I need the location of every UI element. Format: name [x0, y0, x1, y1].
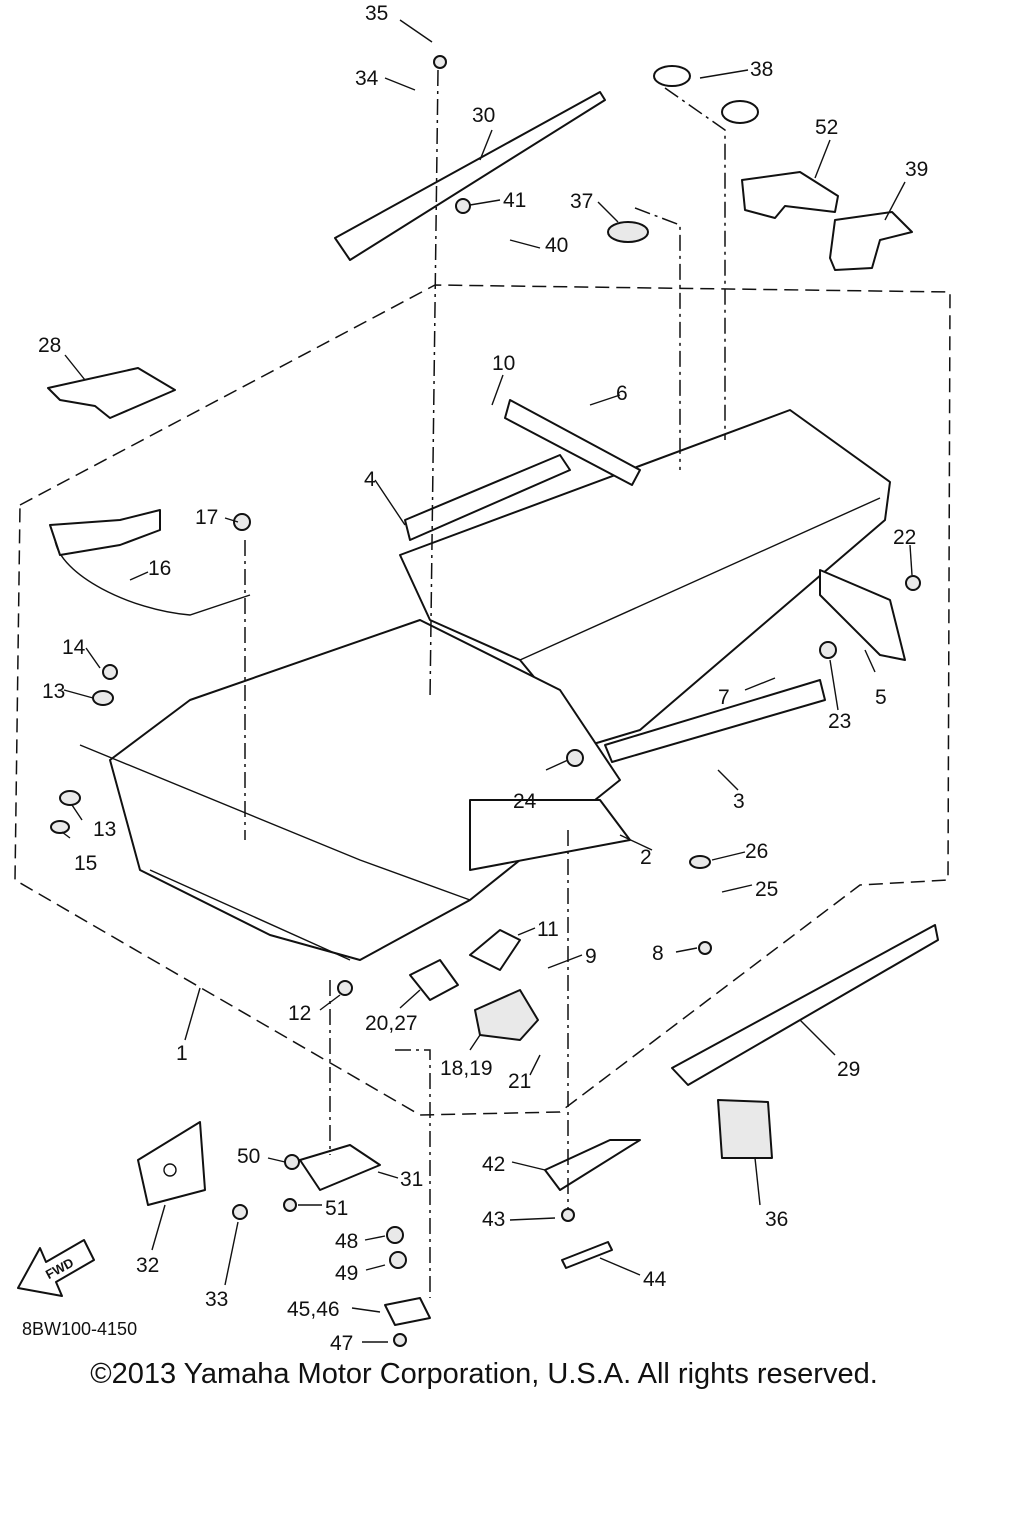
callout-40: 40 [545, 234, 568, 257]
callout-29: 29 [837, 1058, 860, 1081]
assembly-outline [14, 284, 951, 1116]
callout-50: 50 [237, 1145, 260, 1168]
callout-32: 32 [136, 1254, 159, 1277]
callout-9: 9 [585, 945, 597, 968]
callout-10: 10 [492, 352, 515, 375]
callout-52: 52 [815, 116, 838, 139]
crossmember-2 [469, 799, 631, 871]
centre-line-35 [429, 69, 439, 701]
callout-5: 5 [875, 686, 887, 709]
callout-39: 39 [905, 158, 928, 181]
centre-line-45 [395, 1049, 431, 1298]
callout-21: 21 [508, 1070, 531, 1093]
drawing-code: 8BW100-4150 [22, 1319, 137, 1339]
callout-30: 30 [472, 104, 495, 127]
rail-6 [504, 399, 641, 486]
callout-11: 11 [537, 918, 559, 941]
washer-38a [653, 65, 691, 87]
callout-24: 24 [513, 790, 537, 813]
callout-labels: 35 34 30 38 52 39 41 37 40 28 10 6 4 17 … [22, 2, 928, 1355]
callout-48: 48 [335, 1230, 358, 1253]
callout-44: 44 [643, 1268, 667, 1291]
pad-36 [717, 1099, 773, 1159]
callout-51: 51 [325, 1197, 348, 1220]
decal-30 [334, 91, 606, 261]
centre-line-38 [664, 87, 726, 440]
fwd-arrow-badge: FWD [17, 1239, 95, 1297]
handle-16-bracket [49, 509, 161, 556]
callout-43: 43 [482, 1208, 505, 1231]
callout-3: 3 [733, 790, 745, 813]
gasket-20-27 [409, 959, 459, 1001]
fasteners [50, 55, 921, 1347]
leader-lines [61, 19, 913, 1343]
front-frame [109, 619, 621, 961]
callout-13b: 13 [93, 818, 116, 841]
rear-bumper-5 [819, 569, 906, 661]
frame-tunnel [399, 409, 891, 746]
callout-2: 2 [640, 846, 652, 869]
callout-49: 49 [335, 1262, 358, 1285]
callout-42: 42 [482, 1153, 505, 1176]
tunnel-edge [519, 497, 881, 661]
centre-line-37 [634, 207, 681, 470]
copyright-notice: ©2013 Yamaha Motor Corporation, U.S.A. A… [90, 1358, 878, 1390]
callout-28: 28 [38, 334, 61, 357]
pad-39 [829, 211, 913, 271]
callout-33: 33 [205, 1288, 228, 1311]
frame-side-rail-4 [404, 454, 571, 541]
callout-14: 14 [62, 636, 86, 659]
plate-28 [47, 367, 176, 419]
mount-18-19 [474, 989, 539, 1041]
callout-22: 22 [893, 526, 916, 549]
callout-6: 6 [616, 382, 628, 405]
callout-36: 36 [765, 1208, 788, 1231]
callout-18-19: 18,19 [440, 1057, 493, 1080]
grommet-37 [607, 221, 649, 243]
strip-44 [561, 1241, 613, 1269]
callout-37: 37 [570, 190, 593, 213]
callout-13a: 13 [42, 680, 65, 703]
bracket-45 [384, 1297, 431, 1326]
callout-26: 26 [745, 840, 768, 863]
callout-17: 17 [195, 506, 218, 529]
callout-20-27: 20,27 [365, 1012, 418, 1035]
bracket-hole [163, 1163, 177, 1177]
callout-25: 25 [755, 878, 778, 901]
callout-12: 12 [288, 1002, 311, 1025]
callout-34: 34 [355, 67, 379, 90]
callout-1: 1 [176, 1042, 188, 1065]
washer-38b [721, 100, 759, 124]
front-frame-tube [79, 744, 471, 901]
pad-52 [741, 171, 839, 219]
plate-42 [544, 1139, 641, 1191]
callout-38: 38 [750, 58, 773, 81]
callout-45-46: 45,46 [287, 1298, 340, 1321]
callout-31: 31 [400, 1168, 423, 1191]
side-rail-3 [604, 679, 826, 763]
decal-29 [671, 924, 939, 1086]
front-frame-tube-2 [149, 869, 351, 961]
callout-23: 23 [828, 710, 851, 733]
callout-8: 8 [652, 942, 664, 965]
callout-4: 4 [364, 468, 376, 491]
bracket-11 [469, 929, 521, 971]
callout-7: 7 [718, 686, 730, 709]
callout-16: 16 [148, 557, 171, 580]
bracket-31 [299, 1144, 381, 1191]
callout-41: 41 [503, 189, 526, 212]
callout-47: 47 [330, 1332, 353, 1355]
callout-35: 35 [365, 2, 388, 25]
callout-15: 15 [74, 852, 97, 875]
